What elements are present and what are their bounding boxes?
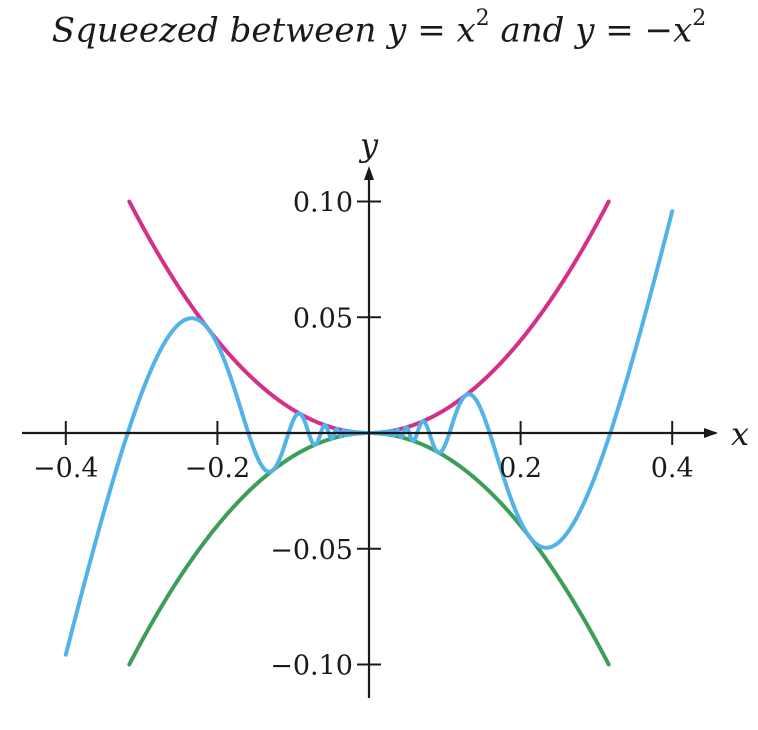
y-tick-label: −0.10 <box>270 651 353 682</box>
y-axis-label: y <box>358 126 379 164</box>
x-tick-label: −0.2 <box>185 453 251 484</box>
y-tick-label: −0.05 <box>270 535 353 566</box>
y-axis-arrow-icon <box>364 166 374 180</box>
chart-title: Squeezed between y = x2 and y = −x2 <box>0 6 758 51</box>
x-tick-label: −0.4 <box>33 453 99 484</box>
x-tick-label: 0.2 <box>499 453 542 484</box>
title-exponent-2: 2 <box>692 6 707 31</box>
y-tick-label: 0.05 <box>293 303 353 334</box>
title-prefix: Squeezed between y = x <box>51 10 476 51</box>
x-axis-label: x <box>731 415 749 453</box>
title-exponent-1: 2 <box>475 6 490 31</box>
x-axis-arrow-icon <box>704 428 718 438</box>
x-tick-label: 0.4 <box>651 453 694 484</box>
y-tick-label: 0.10 <box>293 188 353 219</box>
title-middle: and y = −x <box>489 10 693 51</box>
